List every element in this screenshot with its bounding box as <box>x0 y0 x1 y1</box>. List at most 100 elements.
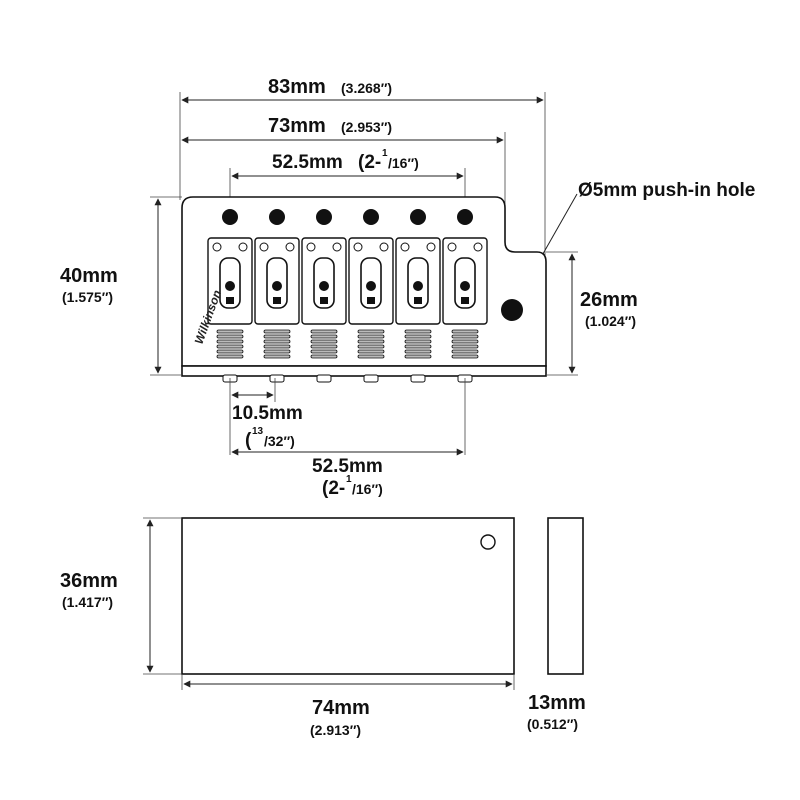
saddle-screw <box>413 281 423 291</box>
intonation-spring-coil <box>451 329 479 334</box>
saddle-height-screw <box>473 242 483 252</box>
intonation-spring-coil <box>263 344 291 349</box>
intonation-spring-coil <box>404 334 432 339</box>
intonation-spring-coil <box>357 334 385 339</box>
dim-string-spread-bottom: 52.5mm (2- 1 /16″) <box>231 448 464 499</box>
intonation-spring-coil <box>404 329 432 334</box>
tremolo-block-side <box>547 517 584 675</box>
saddle-screw <box>366 281 376 291</box>
saddle-height-screw <box>259 242 269 252</box>
intonation-spring-coil <box>310 334 338 339</box>
dim-overall-width: 83mm (3.268″) <box>179 76 546 255</box>
string-hole <box>410 209 426 225</box>
saddle-screw <box>272 281 282 291</box>
block-height-mm: 36mm <box>60 570 118 592</box>
intonation-spring-coil <box>310 349 338 354</box>
tail-height-inch: (1.024″) <box>585 313 636 329</box>
mounting-stud <box>410 374 426 383</box>
intonation-spring-coil <box>404 344 432 349</box>
saddle-screw <box>460 281 470 291</box>
height-inch: (1.575″) <box>62 289 113 305</box>
intonation-spring-coil <box>404 354 432 359</box>
intonation-spring-coil <box>310 339 338 344</box>
dim-block-thickness: 13mm (0.512″) <box>527 692 586 732</box>
intonation-spring-coil <box>357 339 385 344</box>
push-in-hole-callout: Ø5mm push-in hole <box>518 180 755 297</box>
block-spring-hole <box>480 534 496 550</box>
saddle-group <box>207 209 488 383</box>
bridge-top-view: Wilkinson <box>181 196 547 383</box>
string-hole <box>363 209 379 225</box>
intonation-spring-coil <box>216 339 244 344</box>
block-thickness-mm: 13mm <box>528 692 586 714</box>
saddle-mark <box>367 297 375 304</box>
intonation-spring-coil <box>451 344 479 349</box>
intonation-spring-coil <box>357 344 385 349</box>
intonation-spring-coil <box>451 339 479 344</box>
tremolo-block <box>181 517 515 675</box>
string-hole <box>222 209 238 225</box>
plate-width-mm: 73mm <box>268 115 326 137</box>
string-spacing-inch-denominator: /32″) <box>264 433 295 449</box>
intonation-spring-coil <box>216 329 244 334</box>
saddle-height-screw <box>400 242 410 252</box>
saddle-height-screw <box>285 242 295 252</box>
string-spread-bottom-mm: 52.5mm <box>312 456 383 477</box>
height-mm: 40mm <box>60 265 118 287</box>
block-width-inch: (2.913″) <box>310 722 361 738</box>
push-in-hole-label: Ø5mm push-in hole <box>578 180 755 201</box>
string-hole <box>457 209 473 225</box>
mounting-stud <box>269 374 285 383</box>
intonation-spring-coil <box>404 339 432 344</box>
bridge-base-strip <box>181 365 547 377</box>
saddle-height-screw <box>212 242 222 252</box>
string-spread-bottom-inch-denominator: /16″) <box>352 481 383 497</box>
saddle-mark <box>461 297 469 304</box>
intonation-spring-coil <box>357 329 385 334</box>
intonation-spring-coil <box>310 344 338 349</box>
intonation-spring-coil <box>263 329 291 334</box>
intonation-spring-coil <box>310 354 338 359</box>
intonation-spring-coil <box>357 354 385 359</box>
dim-block-width: 74mm (2.913″) <box>181 674 515 738</box>
string-spread-top-mm: 52.5mm <box>272 152 343 173</box>
intonation-spring-coil <box>263 339 291 344</box>
saddle-mark <box>320 297 328 304</box>
string-spread-top-inch-numerator: 1 <box>382 148 388 159</box>
dim-height: 40mm (1.575″) <box>60 196 182 376</box>
string-spread-bottom-inch-numerator: 1 <box>346 474 352 485</box>
string-spread-bottom-inch-prefix: (2- <box>322 478 345 499</box>
intonation-spring-coil <box>216 344 244 349</box>
block-width-mm: 74mm <box>312 697 370 719</box>
push-in-hole <box>501 299 523 321</box>
intonation-spring-coil <box>451 349 479 354</box>
overall-width-mm: 83mm <box>268 76 326 98</box>
tremolo-block-front-view <box>181 517 515 675</box>
saddle-mark <box>414 297 422 304</box>
string-spread-top-inch-denominator: /16″) <box>388 155 419 171</box>
string-spacing-inch-prefix: ( <box>245 430 252 451</box>
string-spacing-inch-numerator: 13 <box>252 426 264 437</box>
mounting-stud <box>363 374 379 383</box>
tail-height-mm: 26mm <box>580 289 638 311</box>
block-height-inch: (1.417″) <box>62 594 113 610</box>
saddle-height-screw <box>238 242 248 252</box>
dim-plate-width: 73mm (2.953″) <box>181 115 506 230</box>
intonation-spring-coil <box>216 354 244 359</box>
saddle-height-screw <box>426 242 436 252</box>
dim-tail-height: 26mm (1.024″) <box>546 251 638 376</box>
saddle-height-screw <box>353 242 363 252</box>
overall-width-inch: (3.268″) <box>341 80 392 96</box>
dim-string-spacing: 10.5mm ( 13 /32″) <box>229 378 466 455</box>
mounting-stud <box>316 374 332 383</box>
intonation-spring-coil <box>357 349 385 354</box>
tremolo-block-side-view <box>547 517 584 675</box>
string-hole <box>269 209 285 225</box>
intonation-spring-coil <box>263 334 291 339</box>
intonation-spring-coil <box>404 349 432 354</box>
string-spacing-mm: 10.5mm <box>232 403 303 424</box>
saddle-height-screw <box>332 242 342 252</box>
string-hole <box>316 209 332 225</box>
